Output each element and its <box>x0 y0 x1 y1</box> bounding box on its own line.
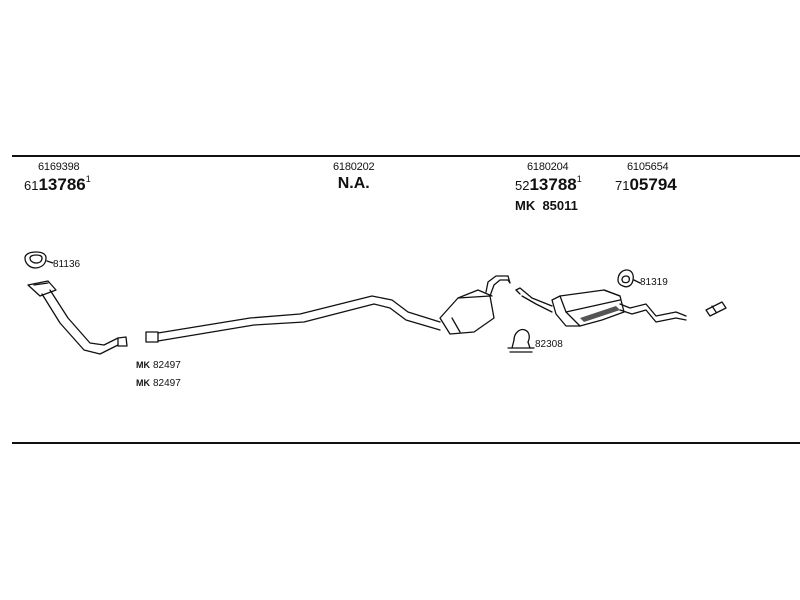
mounting-kit-number: MK 85011 <box>515 198 578 213</box>
ref-number: 6180202 <box>333 161 375 173</box>
kit-mark-1: MK <box>136 360 150 370</box>
middle-pipe-icon <box>145 275 511 343</box>
front-pipe-icon <box>27 280 128 355</box>
rubber-mount-leader-line <box>633 279 641 284</box>
part-number: 61137861 <box>24 174 91 194</box>
u-clamp-icon <box>507 328 535 353</box>
bottom-divider <box>12 442 800 444</box>
part-number: 52137881 <box>515 174 582 194</box>
tail-pipe-icon <box>705 301 727 317</box>
part-block-middle-pipe: 6180202 N.A. <box>333 161 375 192</box>
part-block-rear-silencer: 6180204 52137881 MK 85011 <box>515 161 582 213</box>
part-block-front-pipe: 6169398 61137861 <box>24 161 91 194</box>
ref-number: 6169398 <box>38 161 80 173</box>
kit-mark-2: MK <box>136 378 150 388</box>
clamp-number-1: 82497 <box>153 360 181 371</box>
clamp-number-2: 82497 <box>153 378 181 389</box>
gasket-leader-line <box>46 260 54 264</box>
gasket-icon <box>24 251 47 269</box>
ref-number: 6180204 <box>527 161 569 173</box>
part-number: 7105794 <box>615 175 677 194</box>
u-clamp-callout: 82308 <box>535 339 563 350</box>
not-available-label: N.A. <box>337 175 370 192</box>
rear-silencer-shading <box>580 306 620 322</box>
ref-number: 6105654 <box>627 161 669 173</box>
gasket-callout: 81136 <box>53 259 81 270</box>
rear-silencer-icon <box>515 287 687 327</box>
rubber-mount-callout: 81319 <box>640 277 668 288</box>
top-divider <box>12 155 800 157</box>
rubber-mount-icon <box>617 269 634 288</box>
part-block-tail-pipe: 6105654 7105794 <box>615 161 677 194</box>
